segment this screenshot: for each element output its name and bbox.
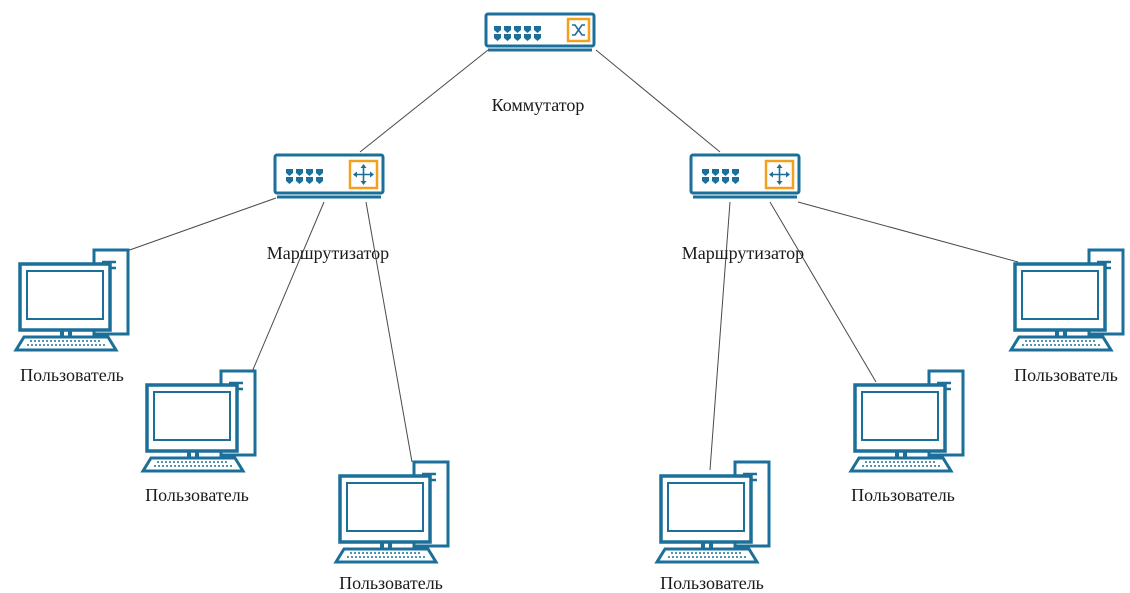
- links: [123, 49, 1019, 471]
- link-router-left-pc3: [365, 201, 413, 463]
- switch-icon: [484, 12, 596, 52]
- pc6-label: Пользователь: [1014, 365, 1118, 385]
- pc4-label: Пользователь: [660, 573, 764, 593]
- pc1-label: Пользователь: [20, 365, 124, 385]
- computer-icon: [1009, 248, 1125, 352]
- link-router-left-pc2: [251, 201, 325, 373]
- computer-icon: [141, 369, 257, 473]
- router-left-label: Маршрутизатор: [266, 243, 390, 263]
- link-switch-router-right: [595, 49, 721, 153]
- pc5-label: Пользователь: [851, 485, 955, 505]
- pc2-label: Пользователь: [145, 485, 249, 505]
- link-switch-router-left: [359, 49, 489, 153]
- link-router-left-pc1: [123, 197, 277, 253]
- switch-label: Коммутатор: [491, 95, 585, 115]
- link-router-right-pc5: [769, 201, 877, 383]
- router-icon: [273, 153, 385, 199]
- router-right-label: Маршрутизатор: [681, 243, 805, 263]
- computer-icon: [655, 460, 771, 564]
- link-router-right-pc4: [709, 201, 731, 471]
- pc3-label: Пользователь: [339, 573, 443, 593]
- computer-icon: [334, 460, 450, 564]
- link-router-right-pc6: [797, 201, 1019, 263]
- computer-icon: [849, 369, 965, 473]
- router-icon: [689, 153, 801, 199]
- computer-icon: [14, 248, 130, 352]
